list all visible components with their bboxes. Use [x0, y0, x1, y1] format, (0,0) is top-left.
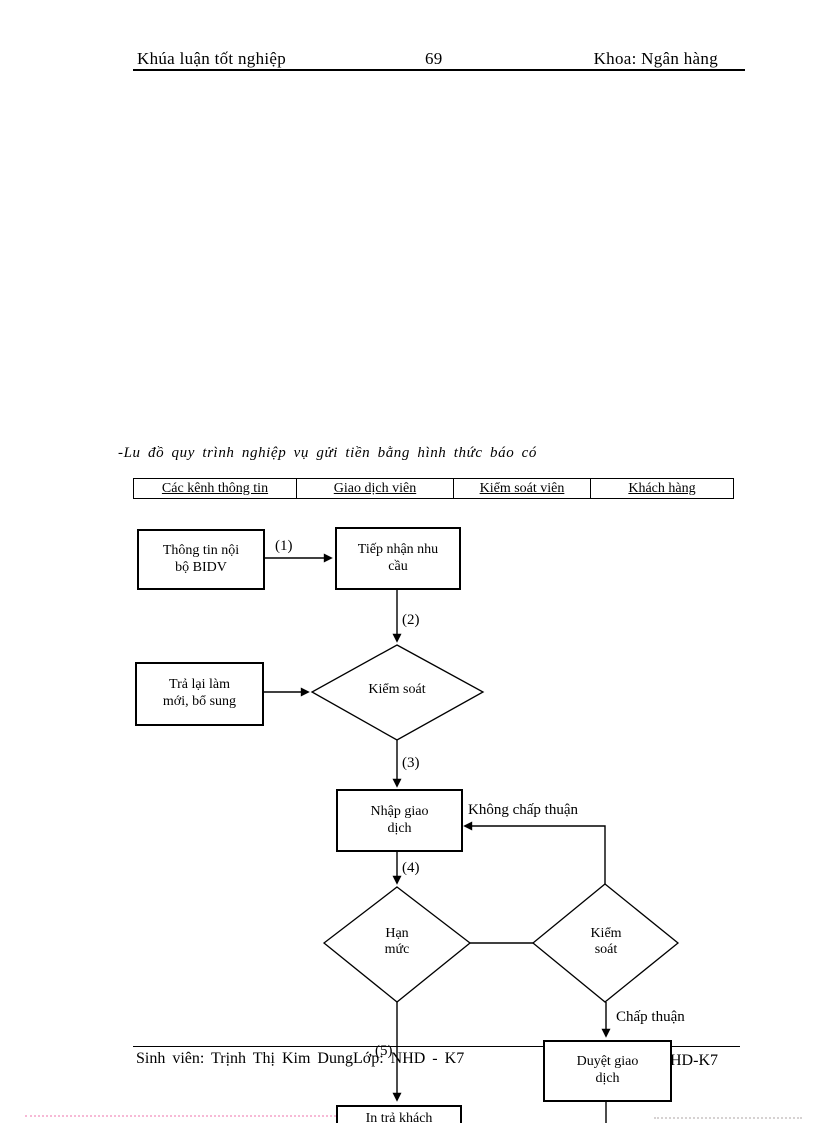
label-chap-thuan: Chấp thuận [616, 1009, 685, 1025]
swimlane-header-row: Các kênh thông tin Giao dịch viên Kiểm s… [133, 478, 734, 499]
header-page-number: 69 [425, 49, 443, 68]
lane-header-kiem-soat-vien: Kiểm soát viên [453, 479, 590, 498]
header-right-title: Khoa: Ngân hàng [593, 49, 718, 68]
edge-label-step3: (3) [402, 755, 420, 771]
label-khong-chap-thuan: Không chấp thuận [468, 802, 578, 818]
edge-label-step2: (2) [402, 612, 420, 628]
label-kiem-soat-1: Kiểm soát [368, 682, 426, 697]
node-thong-tin-noi-bo-bidv: Thông tin nội bộ BIDV [137, 529, 265, 590]
edge-label-step5: (5) [375, 1043, 393, 1059]
node-in-tra-khach-clipped: In trả khách [336, 1105, 462, 1123]
header-rule [133, 69, 745, 71]
node-tra-lai-lam-moi: Trả lại làm mới, bổ sung [135, 662, 264, 726]
label-han-muc: Hạn mức [384, 926, 410, 958]
lane-header-giao-dich-vien: Giao dịch viên [296, 479, 453, 498]
edge-label-step1: (1) [275, 538, 293, 554]
footer-class-fragment: HD-K7 [670, 1052, 718, 1069]
node-tiep-nhan-nhu-cau: Tiếp nhận nhu cầu [335, 527, 461, 590]
label-in-tra-khach: In trả khách [365, 1111, 433, 1123]
edge-label-step4: (4) [402, 860, 420, 876]
lane-header-khach-hang: Khách hàng [590, 479, 733, 498]
figure-caption: -Lu đồ quy trình nghiệp vụ gửi tiền bằng… [118, 445, 538, 461]
page-break-dots-right [654, 1117, 802, 1119]
footer-rule [133, 1046, 740, 1047]
node-duyet-giao-dich: Duyệt giao dịch [543, 1040, 672, 1102]
footer-student-text: Sinh viên: Trịnh Thị Kim DungLớp: NHD - … [136, 1050, 465, 1067]
page-break-dots-left [25, 1115, 336, 1117]
arrow-khong-chap-thuan [463, 821, 606, 884]
header-left-title: Khúa luận tốt nghiệp [137, 49, 287, 68]
lane-header-cac-kenh-thong-tin: Các kênh thông tin [161, 480, 269, 496]
label-kiem-soat-2: Kiểm soát [590, 926, 622, 958]
node-nhap-giao-dich: Nhập giao dịch [336, 789, 463, 852]
